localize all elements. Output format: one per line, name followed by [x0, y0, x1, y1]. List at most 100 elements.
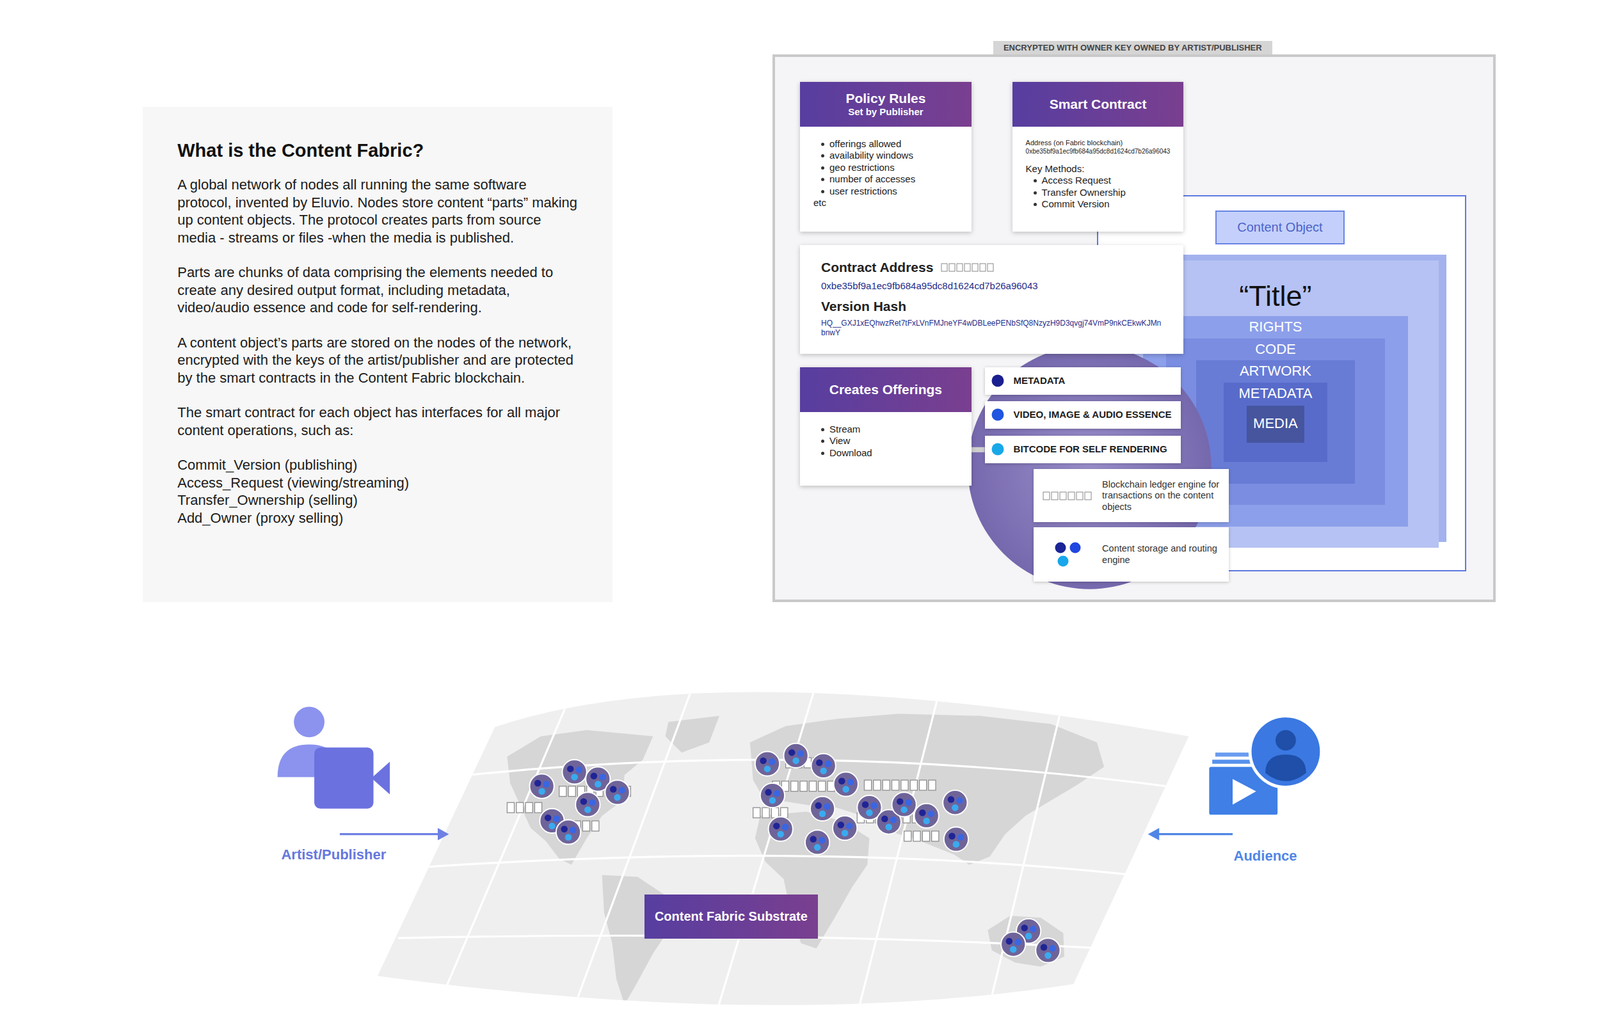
grid-line [428, 855, 1133, 875]
grid-line [856, 693, 939, 1016]
dot [1057, 555, 1069, 567]
layer-box: MEDIA [1246, 405, 1304, 443]
node-text: Creates Offerings [829, 381, 943, 398]
card-header: Smart Contract [1012, 81, 1184, 127]
continent [506, 730, 653, 865]
camera-lens [371, 761, 390, 795]
fabric-node [942, 790, 968, 815]
node-text: geo restrictions [821, 161, 964, 175]
node-text: Transfer Ownership [1033, 186, 1177, 200]
continent [987, 915, 1065, 968]
fabric-node [944, 826, 969, 852]
node-text: etc [813, 197, 964, 210]
block [1059, 492, 1067, 500]
bullet-dot [990, 373, 1005, 388]
node-text: ARTWORK [1196, 363, 1356, 379]
fabric-node [760, 783, 785, 808]
avatar-disc [1249, 716, 1322, 788]
fabric-node [805, 830, 830, 855]
node-text: View [821, 435, 964, 448]
node-text: Set by Publisher [848, 106, 924, 118]
node-text: Transfer_Ownership (selling) [177, 491, 578, 510]
node-text: Commit_Version (publishing) [177, 456, 578, 475]
actor-label: Artist/Publisher [280, 846, 386, 864]
fabric-node [833, 771, 859, 797]
fabric-node [529, 774, 554, 799]
fabric-node [1035, 938, 1060, 963]
part-pill: BITCODE FOR SELF RENDERING [984, 435, 1181, 464]
node-text: 0xbe35bf9a1ec9fb684a95dc8d1624cd7b26a960… [1025, 147, 1177, 156]
node-text: Version Hash [821, 298, 1163, 315]
map-grid [398, 683, 1174, 1021]
node-text: Policy Rules [845, 90, 926, 107]
continent [665, 716, 720, 753]
grid-line [571, 683, 694, 1016]
block [1043, 492, 1050, 500]
fabric-node [556, 819, 581, 845]
address-card: Contract Address0xbe35bf9a1ec9fb684a95dc… [800, 245, 1184, 355]
card-header: Policy RulesSet by Publisher [800, 81, 972, 127]
engine-disc [967, 345, 1212, 590]
node-text: Blockchain ledger engine for transaction… [1102, 479, 1223, 514]
policy-card: Policy RulesSet by Publisherofferings al… [800, 81, 972, 232]
part-pill: METADATA [984, 367, 1181, 395]
block [964, 263, 971, 272]
continents [398, 683, 1174, 1021]
node-text: number of accesses [821, 173, 964, 186]
node-text: Stream [821, 423, 964, 436]
avatar-body [1265, 754, 1307, 781]
node-text: ENCRYPTED WITH OWNER KEY OWNED BY ARTIST… [993, 40, 1273, 55]
node-text: Access Request [1033, 174, 1177, 187]
block [1068, 492, 1075, 500]
arrow-head [1148, 828, 1160, 841]
engine-card: Blockchain ledger engine for transaction… [1033, 469, 1229, 523]
fabric-node [783, 743, 808, 768]
part-pill: VIDEO, IMAGE & AUDIO ESSENCE [984, 401, 1181, 429]
fabric-node [810, 796, 835, 822]
encrypted-region: ENCRYPTED WITH OWNER KEY OWNED BY ARTIST… [772, 54, 1496, 603]
card-header: Creates Offerings [800, 367, 972, 413]
block-strip [901, 780, 936, 791]
node-text: Add_Owner (proxy selling) [177, 509, 578, 528]
grid-line [714, 683, 816, 1021]
grid-line [990, 709, 1062, 1005]
fabric-node [562, 759, 587, 784]
block-strip [753, 807, 788, 818]
bullet-dot [990, 442, 1005, 457]
blockchain-icon [1042, 491, 1094, 501]
block [956, 263, 963, 272]
avatar-head [1275, 730, 1296, 751]
fabric-node [575, 792, 600, 817]
block [1076, 492, 1083, 500]
map-band [377, 692, 1190, 1006]
arrow-head [437, 828, 450, 841]
artist-icon [277, 706, 390, 809]
grid-line [439, 693, 572, 1005]
inflow-arrow [339, 833, 440, 836]
fabric-node [891, 792, 916, 817]
node-text: user restrictions [821, 185, 964, 198]
node-text: Download [821, 447, 964, 460]
node-text: A global network of nodes all running th… [177, 176, 578, 247]
node-text: Smart Contract [1049, 96, 1147, 112]
fabric-node [914, 803, 939, 829]
node-text: VIDEO, IMAGE & AUDIO ESSENCE [1013, 408, 1172, 421]
node-text: Key Methods: [1025, 163, 1177, 176]
fabric-nodes [529, 743, 1060, 964]
camera-body [314, 747, 374, 809]
layer-box: METADATAMEDIA [1223, 382, 1328, 463]
node-text: offerings allowed [821, 138, 964, 151]
play-symbol [1232, 779, 1257, 806]
block [979, 263, 986, 272]
block [1051, 492, 1058, 500]
node-text: Content storage and routing engine [1102, 543, 1223, 566]
card-body: offerings allowedavailability windowsgeo… [800, 126, 972, 216]
block-strip [506, 802, 542, 813]
actor-label: Audience [1233, 848, 1298, 865]
node-text: What is the Content Fabric? [177, 138, 578, 162]
bullet-dot [990, 407, 1005, 422]
dot [1070, 542, 1081, 553]
card-body: StreamViewDownload [800, 412, 972, 466]
info-panel: What is the Content Fabric? A global netw… [142, 106, 612, 602]
